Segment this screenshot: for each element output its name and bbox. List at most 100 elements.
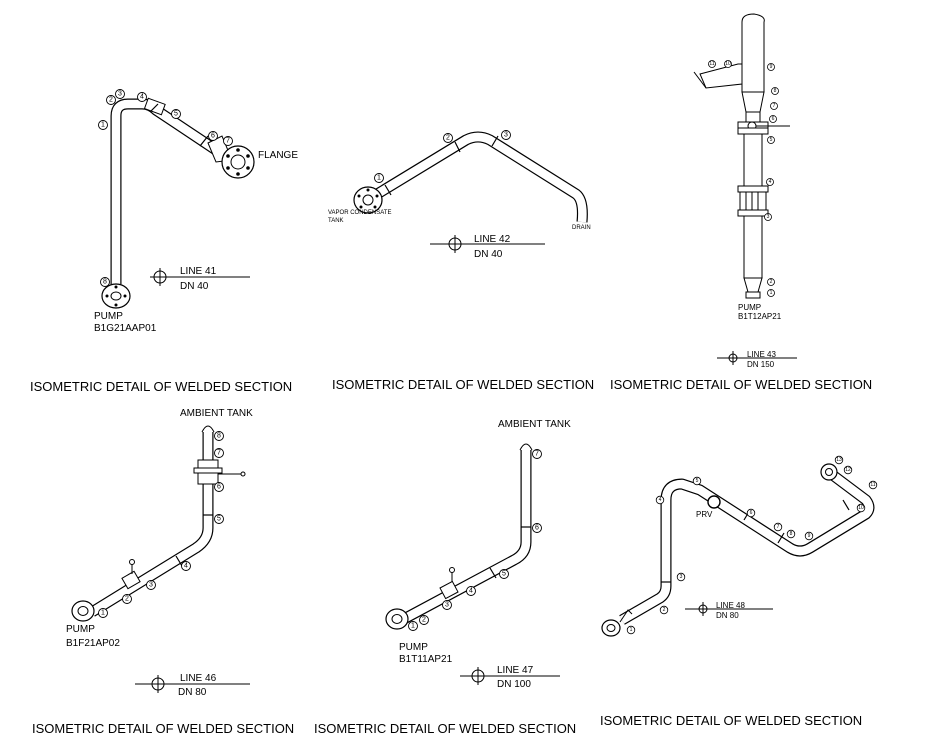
- svg-text:1: 1: [770, 290, 773, 296]
- pump-label: PUMP: [66, 624, 95, 635]
- svg-text:6: 6: [750, 510, 753, 516]
- svg-text:9: 9: [770, 64, 773, 70]
- weld-mark: [384, 184, 392, 196]
- pump-flange: [385, 608, 409, 630]
- top-pipe: [741, 13, 765, 93]
- svg-text:6: 6: [535, 525, 539, 532]
- weld-numbers: 1 2 3 4 5 6 7 8: [98, 431, 224, 618]
- weld-bubble: 10: [724, 60, 732, 68]
- svg-text:1: 1: [411, 623, 415, 630]
- weld-bubble: 6: [746, 508, 756, 518]
- svg-text:3: 3: [118, 91, 122, 98]
- line-number: LINE 47: [497, 665, 534, 676]
- pump-code: B1F21AP02: [66, 638, 120, 649]
- valve-knob: [449, 567, 455, 573]
- svg-text:3: 3: [504, 132, 508, 139]
- line-number: LINE 48: [716, 601, 745, 610]
- svg-text:5: 5: [174, 111, 178, 118]
- side-branch: [699, 63, 743, 89]
- branch-end: [693, 71, 707, 89]
- line-number: LINE 41: [180, 266, 217, 277]
- weld-bubble: 7: [773, 522, 783, 532]
- detail-caption: ISOMETRIC DETAIL OF WELDED SECTION: [610, 377, 872, 392]
- pump-nozzle: [745, 291, 761, 299]
- weld-bubble: 5: [171, 109, 181, 119]
- svg-text:5: 5: [770, 137, 773, 143]
- weld-mark: [777, 532, 785, 544]
- weld-bubble: 4: [766, 178, 774, 186]
- detail-line-48: 1 2 3 4 5 6 7 8 9 10 11 12 13 PRV LINE 4…: [600, 455, 878, 728]
- drain-label: DRAIN: [572, 225, 591, 231]
- weld-mark: [491, 135, 499, 147]
- svg-text:11: 11: [709, 61, 714, 67]
- svg-text:6: 6: [211, 133, 215, 140]
- weld-bubble: 2: [443, 133, 453, 143]
- pump-label: PUMP: [399, 642, 428, 653]
- prv-label: PRV: [696, 510, 713, 519]
- svg-text:2: 2: [109, 97, 113, 104]
- svg-text:5: 5: [502, 571, 506, 578]
- detail-line-43: 11 10 9 8 7 6 5 4 3 2 1 PUMP B1T12AP21 L…: [610, 13, 872, 392]
- weld-bubble: 3: [442, 600, 452, 610]
- weld-bubble: 9: [767, 63, 775, 71]
- valve-flange: [737, 209, 769, 217]
- svg-text:3: 3: [680, 574, 683, 580]
- svg-text:2: 2: [125, 596, 129, 603]
- weld-bubble: 4: [181, 561, 191, 571]
- weld-bubble: 6: [214, 482, 224, 492]
- pipe-size: DN 100: [497, 679, 531, 690]
- pipe-run: [399, 448, 532, 625]
- svg-text:7: 7: [777, 524, 780, 530]
- svg-text:8: 8: [790, 531, 793, 537]
- line-number: LINE 43: [747, 350, 776, 359]
- prv-valve: [707, 495, 721, 509]
- svg-text:5: 5: [696, 478, 699, 484]
- weld-bubble: 5: [767, 136, 775, 144]
- weld-bubble: 7: [770, 102, 778, 110]
- svg-text:8: 8: [217, 433, 221, 440]
- svg-text:11: 11: [870, 482, 875, 488]
- weld-bubble: 5: [692, 476, 702, 486]
- flange-label: FLANGE: [258, 150, 298, 161]
- tank-flange: [353, 186, 383, 214]
- svg-text:10: 10: [858, 505, 864, 511]
- pump-code: B1T11AP21: [399, 654, 453, 665]
- weld-mark: [149, 103, 159, 113]
- flange: [193, 467, 223, 474]
- detail-caption: ISOMETRIC DETAIL OF WELDED SECTION: [30, 379, 292, 394]
- weld-bubble: 8: [214, 431, 224, 441]
- weld-bubble: 3: [764, 213, 772, 221]
- tank-label: VAPOR CONDENSATE: [328, 210, 391, 216]
- detail-line-41: 1 2 3 4 5 6 7 8 FLANGE PUMP B1G21AAP01 L…: [30, 89, 298, 394]
- end-flange: [221, 145, 255, 179]
- detail-caption: ISOMETRIC DETAIL OF WELDED SECTION: [600, 713, 862, 728]
- detail-line-42: 1 2 3 VAPOR CONDENSATE TANK DRAIN LINE 4…: [328, 130, 594, 392]
- weld-bubble: 7: [223, 136, 233, 146]
- weld-bubble: 4: [137, 92, 147, 102]
- svg-text:7: 7: [226, 138, 230, 145]
- line-tag: LINE 47 DN 100: [460, 665, 560, 690]
- weld-bubble: 7: [532, 449, 542, 459]
- weld-bubble: 7: [214, 448, 224, 458]
- svg-text:3: 3: [149, 582, 153, 589]
- svg-text:2: 2: [663, 607, 666, 613]
- pipe-top: [519, 443, 533, 451]
- valve-knob: [129, 559, 135, 565]
- tank-label: AMBIENT TANK: [498, 419, 571, 430]
- svg-text:2: 2: [446, 135, 450, 142]
- pipe-section: [745, 111, 761, 123]
- svg-text:4: 4: [469, 588, 473, 595]
- pipe-section: [743, 133, 763, 187]
- reducer: [743, 277, 763, 293]
- weld-bubble: 6: [532, 523, 542, 533]
- weld-bubble: 6: [769, 115, 777, 123]
- line-tag: LINE 48 DN 80: [685, 601, 773, 620]
- pipe-size: DN 40: [180, 281, 209, 292]
- weld-numbers: 1 2 3 4 5 6 7 8: [98, 89, 233, 287]
- pipe-run-inner: [399, 448, 531, 624]
- detail-caption: ISOMETRIC DETAIL OF WELDED SECTION: [32, 721, 294, 736]
- weld-mark: [842, 499, 850, 511]
- svg-text:2: 2: [422, 617, 426, 624]
